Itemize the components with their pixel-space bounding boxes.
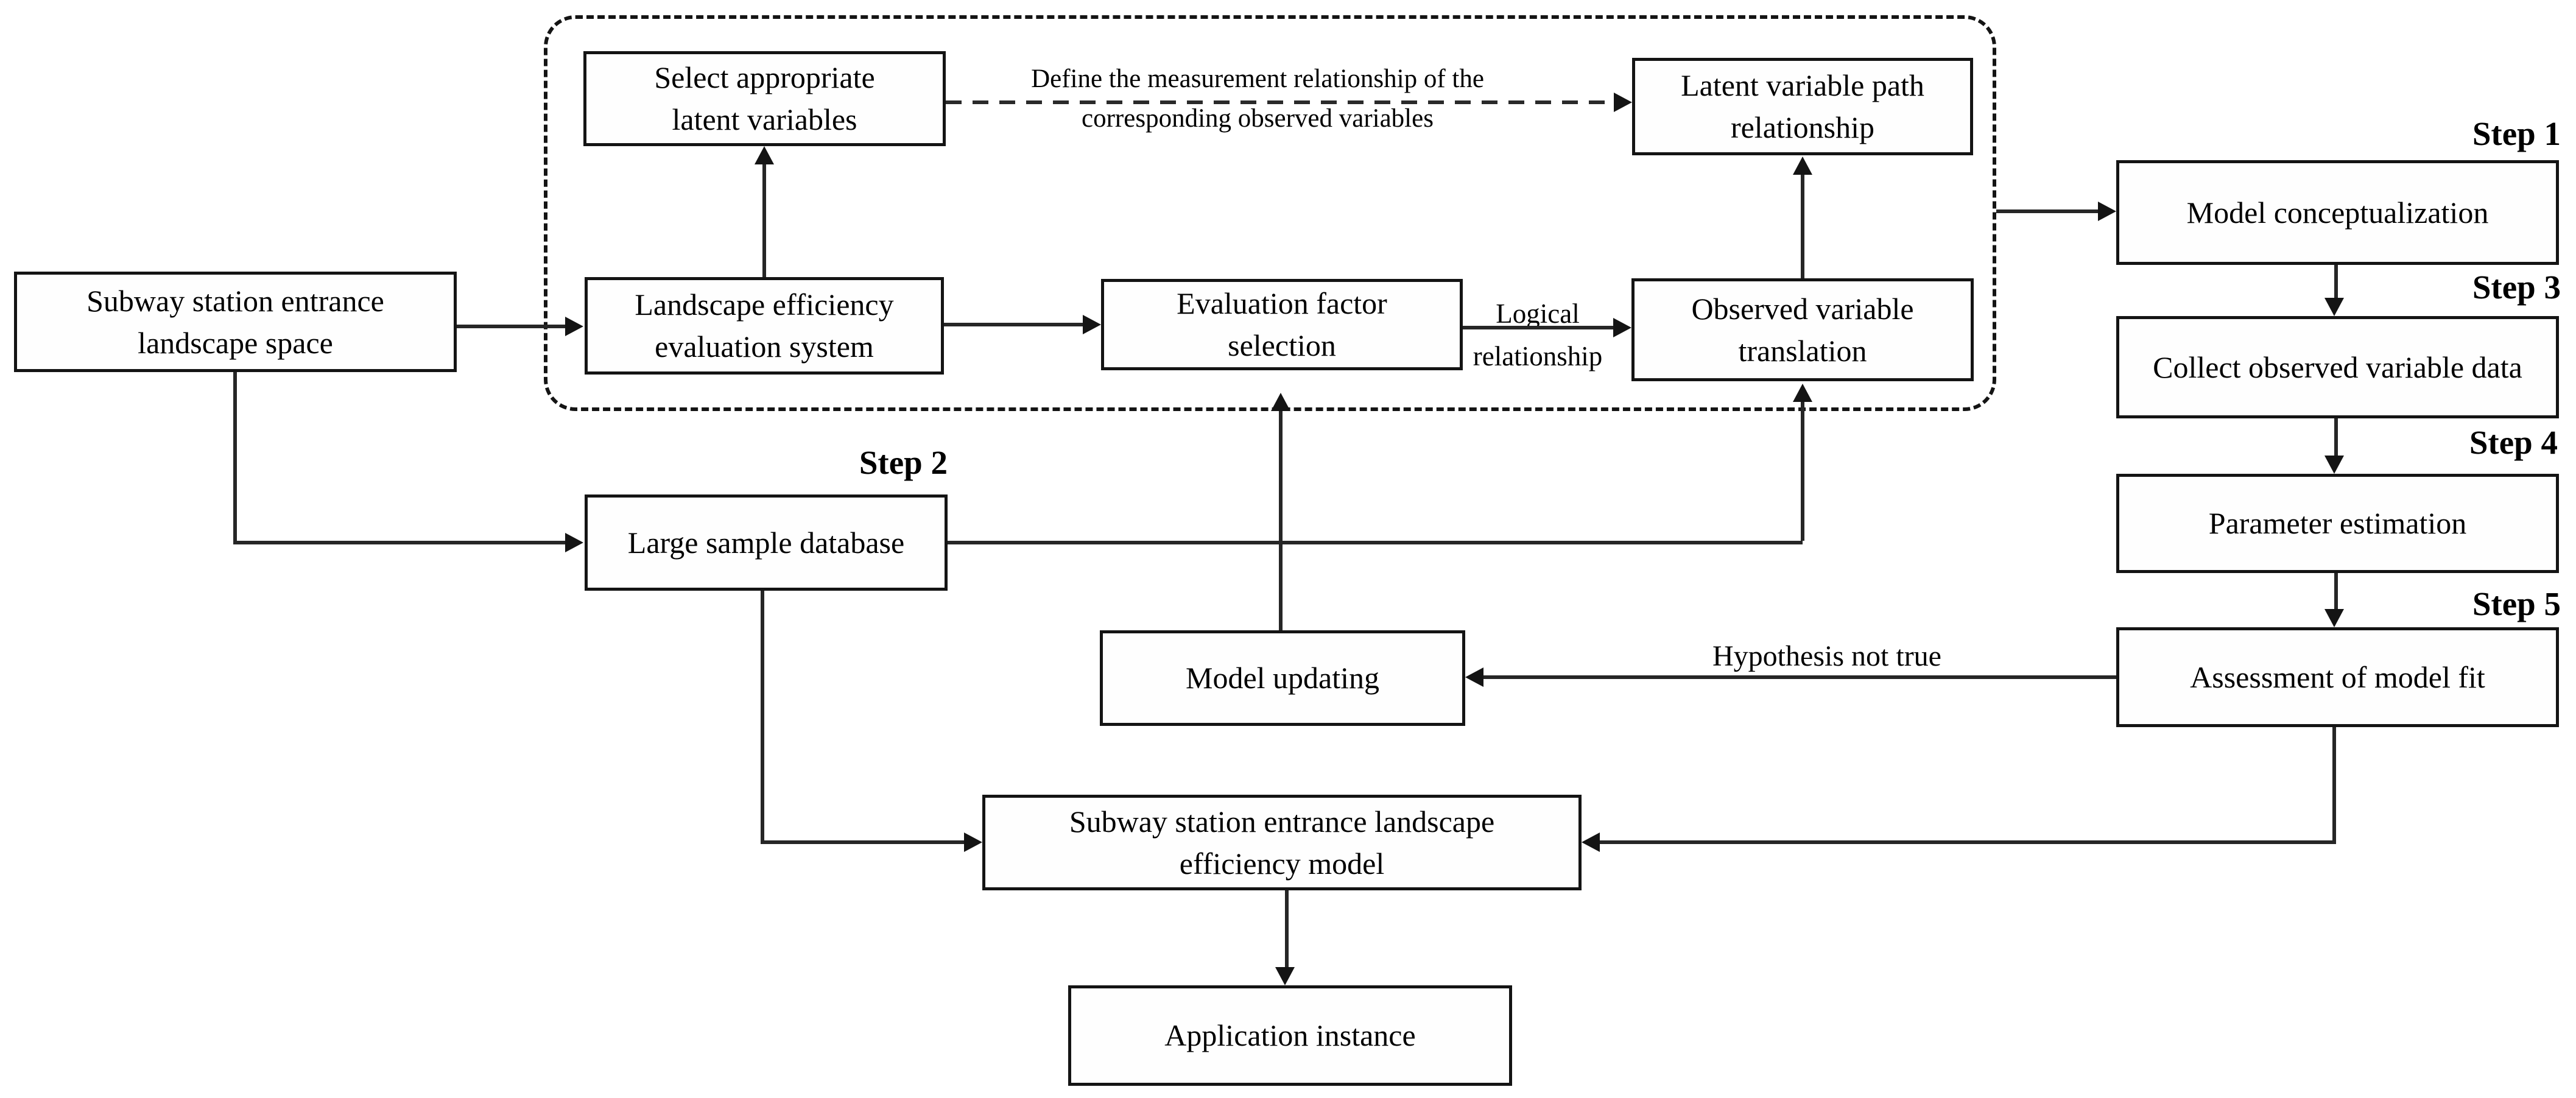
box-observed-variable-translation: Observed variable translation <box>1631 278 1974 381</box>
box-collect-observed-variable-data: Collect observed variable data <box>2116 316 2559 418</box>
label-logical: Logical <box>1496 298 1580 329</box>
label-hypothesis-not-true: Hypothesis not true <box>1712 640 1941 672</box>
dashed-group-border <box>544 15 1996 411</box>
arrowhead-database-to-observed <box>1793 384 1812 402</box>
arrowhead-group-to-conceptualization <box>2098 202 2116 221</box>
arrowhead-parameter-to-assessment <box>2324 609 2344 627</box>
arrow-assessment-down-line <box>2332 727 2336 842</box>
label-step-5: Step 5 <box>2472 585 2561 622</box>
arrowhead-observed-to-latentpath <box>1793 157 1812 175</box>
arrowhead-updating-to-factor <box>1271 393 1290 411</box>
box-model-updating: Model updating <box>1100 630 1465 726</box>
label-step-1: Step 1 <box>2472 115 2561 152</box>
arrow-database-to-model-line <box>761 840 964 844</box>
arrowhead-subway-to-evaluation <box>565 317 583 336</box>
arrowhead-conceptualization-to-collect <box>2324 298 2344 316</box>
arrow-database-to-observed-line <box>1801 401 1804 541</box>
arrowhead-model-to-application <box>1275 967 1295 985</box>
box-landscape-efficiency-evaluation-system: Landscape efficiency evaluation system <box>585 277 944 375</box>
box-subway-station-entrance-landscape-efficiency-model: Subway station entrance landscape effici… <box>982 795 1582 890</box>
label-define-measurement-relationship: Define the measurement relationship of t… <box>1031 65 1484 133</box>
box-subway-station-entrance-landscape-space: Subway station entrance landscape space <box>14 272 457 372</box>
arrowhead-database-to-model <box>964 832 982 852</box>
arrowhead-evaluation-to-select <box>755 146 774 164</box>
arrow-collect-to-parameter-line <box>2334 418 2338 456</box>
arrowhead-assessment-to-model <box>1582 832 1600 852</box>
arrow-model-to-application-line <box>1285 890 1289 967</box>
arrow-conceptualization-to-collect-line <box>2334 265 2338 299</box>
arrow-assessment-to-updating-line <box>1483 675 2116 679</box>
arrow-evaluation-to-select-line <box>762 163 766 277</box>
box-large-sample-database: Large sample database <box>585 494 948 591</box>
box-model-conceptualization: Model conceptualization <box>2116 160 2559 265</box>
arrow-database-down-line <box>761 591 764 842</box>
arrow-updating-to-factor-line <box>1279 410 1283 630</box>
box-select-appropriate-latent-variables: Select appropriate latent variables <box>583 51 946 146</box>
arrow-observed-to-latentpath-line <box>1801 174 1804 278</box>
box-assessment-of-model-fit: Assessment of model fit <box>2116 627 2559 727</box>
arrow-subway-down-line <box>233 372 237 543</box>
label-step-2: Step 2 <box>859 444 948 481</box>
arrow-subway-to-database-line <box>233 541 566 544</box>
arrowhead-subway-to-database <box>565 533 583 552</box>
arrow-group-to-conceptualization-line <box>1996 209 2098 213</box>
box-application-instance: Application instance <box>1068 985 1512 1086</box>
arrow-factor-to-observed-line <box>1463 326 1613 329</box>
label-step-3: Step 3 <box>2472 269 2561 306</box>
arrow-parameter-to-assessment-line <box>2334 573 2338 609</box>
label-step-4: Step 4 <box>2469 424 2558 461</box>
arrowhead-assessment-to-updating <box>1465 667 1483 687</box>
box-evaluation-factor-selection: Evaluation factor selection <box>1101 279 1463 370</box>
arrow-assessment-to-model-line <box>1600 840 2336 844</box>
arrow-select-to-latentpath-dashed-line <box>946 100 1614 104</box>
arrowhead-select-to-latentpath <box>1614 93 1632 112</box>
arrow-database-right-line <box>948 541 1803 544</box>
arrow-evaluation-to-factor-line <box>944 323 1083 326</box>
arrowhead-evaluation-to-factor <box>1083 315 1101 334</box>
arrow-subway-to-evaluation-line <box>457 325 566 328</box>
box-latent-variable-path-relationship: Latent variable path relationship <box>1632 58 1973 155</box>
arrowhead-factor-to-observed <box>1613 318 1631 337</box>
label-relationship: relationship <box>1473 341 1603 371</box>
box-parameter-estimation: Parameter estimation <box>2116 474 2559 573</box>
arrowhead-collect-to-parameter <box>2324 456 2344 474</box>
